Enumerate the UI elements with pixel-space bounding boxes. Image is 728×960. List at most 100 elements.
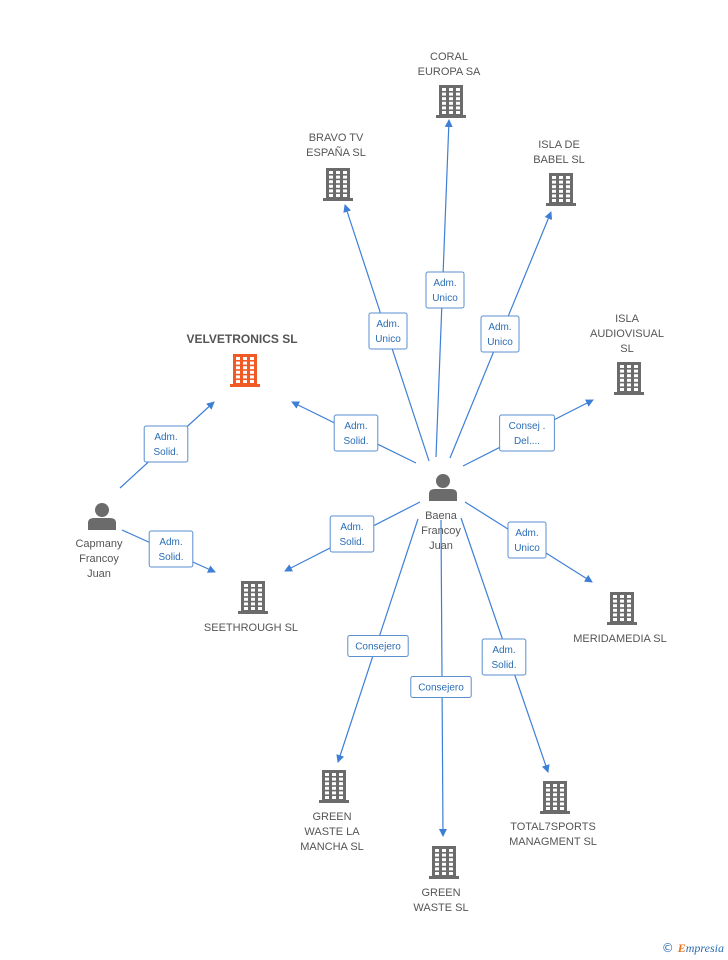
- building-window: [559, 189, 563, 193]
- building-window: [620, 599, 624, 603]
- building-icon: [238, 581, 268, 614]
- node-label: TOTAL7SPORTS: [510, 821, 596, 833]
- building-window: [620, 595, 624, 598]
- building-window: [613, 604, 617, 608]
- edge-label-text: Adm.: [159, 537, 182, 548]
- building-window: [250, 357, 254, 360]
- edge-label-baena-gw[interactable]: Consejero: [410, 676, 472, 698]
- edge-label-baena-seethrough[interactable]: Adm.Solid.: [329, 515, 375, 553]
- edge-label-baena-meridamedia[interactable]: Adm.Unico: [507, 521, 547, 559]
- empresia-watermark[interactable]: ©Empresia: [662, 941, 724, 956]
- building-window: [332, 773, 336, 776]
- building-window: [620, 378, 624, 382]
- building-window: [560, 788, 564, 792]
- building-window: [627, 595, 631, 598]
- building-window: [546, 802, 550, 806]
- edge-label-baena-isla_audio[interactable]: Consej .Del....: [499, 414, 555, 452]
- building-window: [332, 796, 336, 799]
- building-base: [614, 392, 644, 395]
- edge-label-box: [347, 635, 409, 657]
- building-window: [456, 97, 460, 101]
- building-base: [319, 800, 349, 803]
- building-window: [442, 849, 446, 852]
- node-label: ESPAÑA SL: [306, 146, 366, 159]
- building-window: [552, 176, 556, 179]
- edge-label-text: Adm.: [154, 432, 177, 443]
- building-window: [325, 773, 329, 776]
- building-window: [258, 584, 262, 587]
- edge-label-box: [143, 425, 189, 463]
- building-window: [258, 593, 262, 597]
- building-window: [449, 88, 453, 91]
- edge-label-text: Unico: [432, 293, 458, 304]
- building-window: [332, 777, 336, 781]
- building-icon: [429, 846, 459, 879]
- person-body: [429, 489, 457, 501]
- building-window: [442, 853, 446, 857]
- node-seethrough[interactable]: SEETHROUGH SL: [204, 581, 298, 634]
- building-window: [343, 194, 347, 197]
- edge-label-baena-coral[interactable]: Adm.Unico: [425, 271, 465, 309]
- edges-layer: [119, 119, 594, 837]
- node-meridamedia[interactable]: MERIDAMEDIA SL: [573, 592, 667, 645]
- building-window: [613, 608, 617, 612]
- brand-initial: E: [677, 941, 686, 955]
- building-window: [566, 176, 570, 179]
- building-window: [552, 199, 556, 202]
- edge-label-baena-bravo[interactable]: Adm.Unico: [368, 312, 408, 350]
- building-window: [620, 613, 624, 617]
- edge-label-text: Adm.: [488, 322, 511, 333]
- person-icon: [88, 503, 116, 530]
- building-window: [435, 858, 439, 862]
- node-label: GREEN: [312, 811, 351, 823]
- building-window: [244, 597, 248, 601]
- building-window: [336, 189, 340, 193]
- node-label: AUDIOVISUAL: [590, 328, 664, 340]
- edge-label-baena-total7[interactable]: Adm.Solid.: [481, 638, 527, 676]
- node-velvetronics[interactable]: VELVETRONICS SL: [186, 332, 298, 387]
- node-label: BABEL SL: [533, 154, 585, 166]
- building-window: [627, 599, 631, 603]
- building-window: [244, 584, 248, 587]
- building-window: [251, 597, 255, 601]
- edge-label-box: [499, 414, 555, 452]
- edge-label-capmany-seethrough[interactable]: Adm.Solid.: [148, 530, 194, 568]
- building-window: [343, 175, 347, 179]
- building-window: [620, 383, 624, 387]
- edge-label-baena-gw_mancha[interactable]: Consejero: [347, 635, 409, 657]
- building-icon: [319, 770, 349, 803]
- building-window: [343, 184, 347, 188]
- edge-label-baena-isla_babel[interactable]: Adm.Unico: [480, 315, 520, 353]
- building-base: [230, 384, 260, 387]
- node-label: VELVETRONICS SL: [186, 332, 297, 346]
- building-window: [449, 849, 453, 852]
- building-window: [559, 194, 563, 198]
- node-label: Baena: [425, 510, 458, 522]
- building-window: [336, 184, 340, 188]
- building-icon: [230, 354, 260, 387]
- building-window: [613, 599, 617, 603]
- edge-label-baena-velvetronics[interactable]: Adm.Solid.: [333, 414, 379, 452]
- building-window: [442, 872, 446, 875]
- building-window: [243, 370, 247, 374]
- building-window: [236, 361, 240, 365]
- person-body: [88, 518, 116, 530]
- building-window: [251, 588, 255, 592]
- edge-label-text: Unico: [375, 334, 401, 345]
- building-window: [634, 383, 638, 387]
- building-window: [251, 593, 255, 597]
- edge-label-capmany-velvetronics[interactable]: Adm.Solid.: [143, 425, 189, 463]
- building-window: [325, 791, 329, 795]
- building-window: [250, 366, 254, 370]
